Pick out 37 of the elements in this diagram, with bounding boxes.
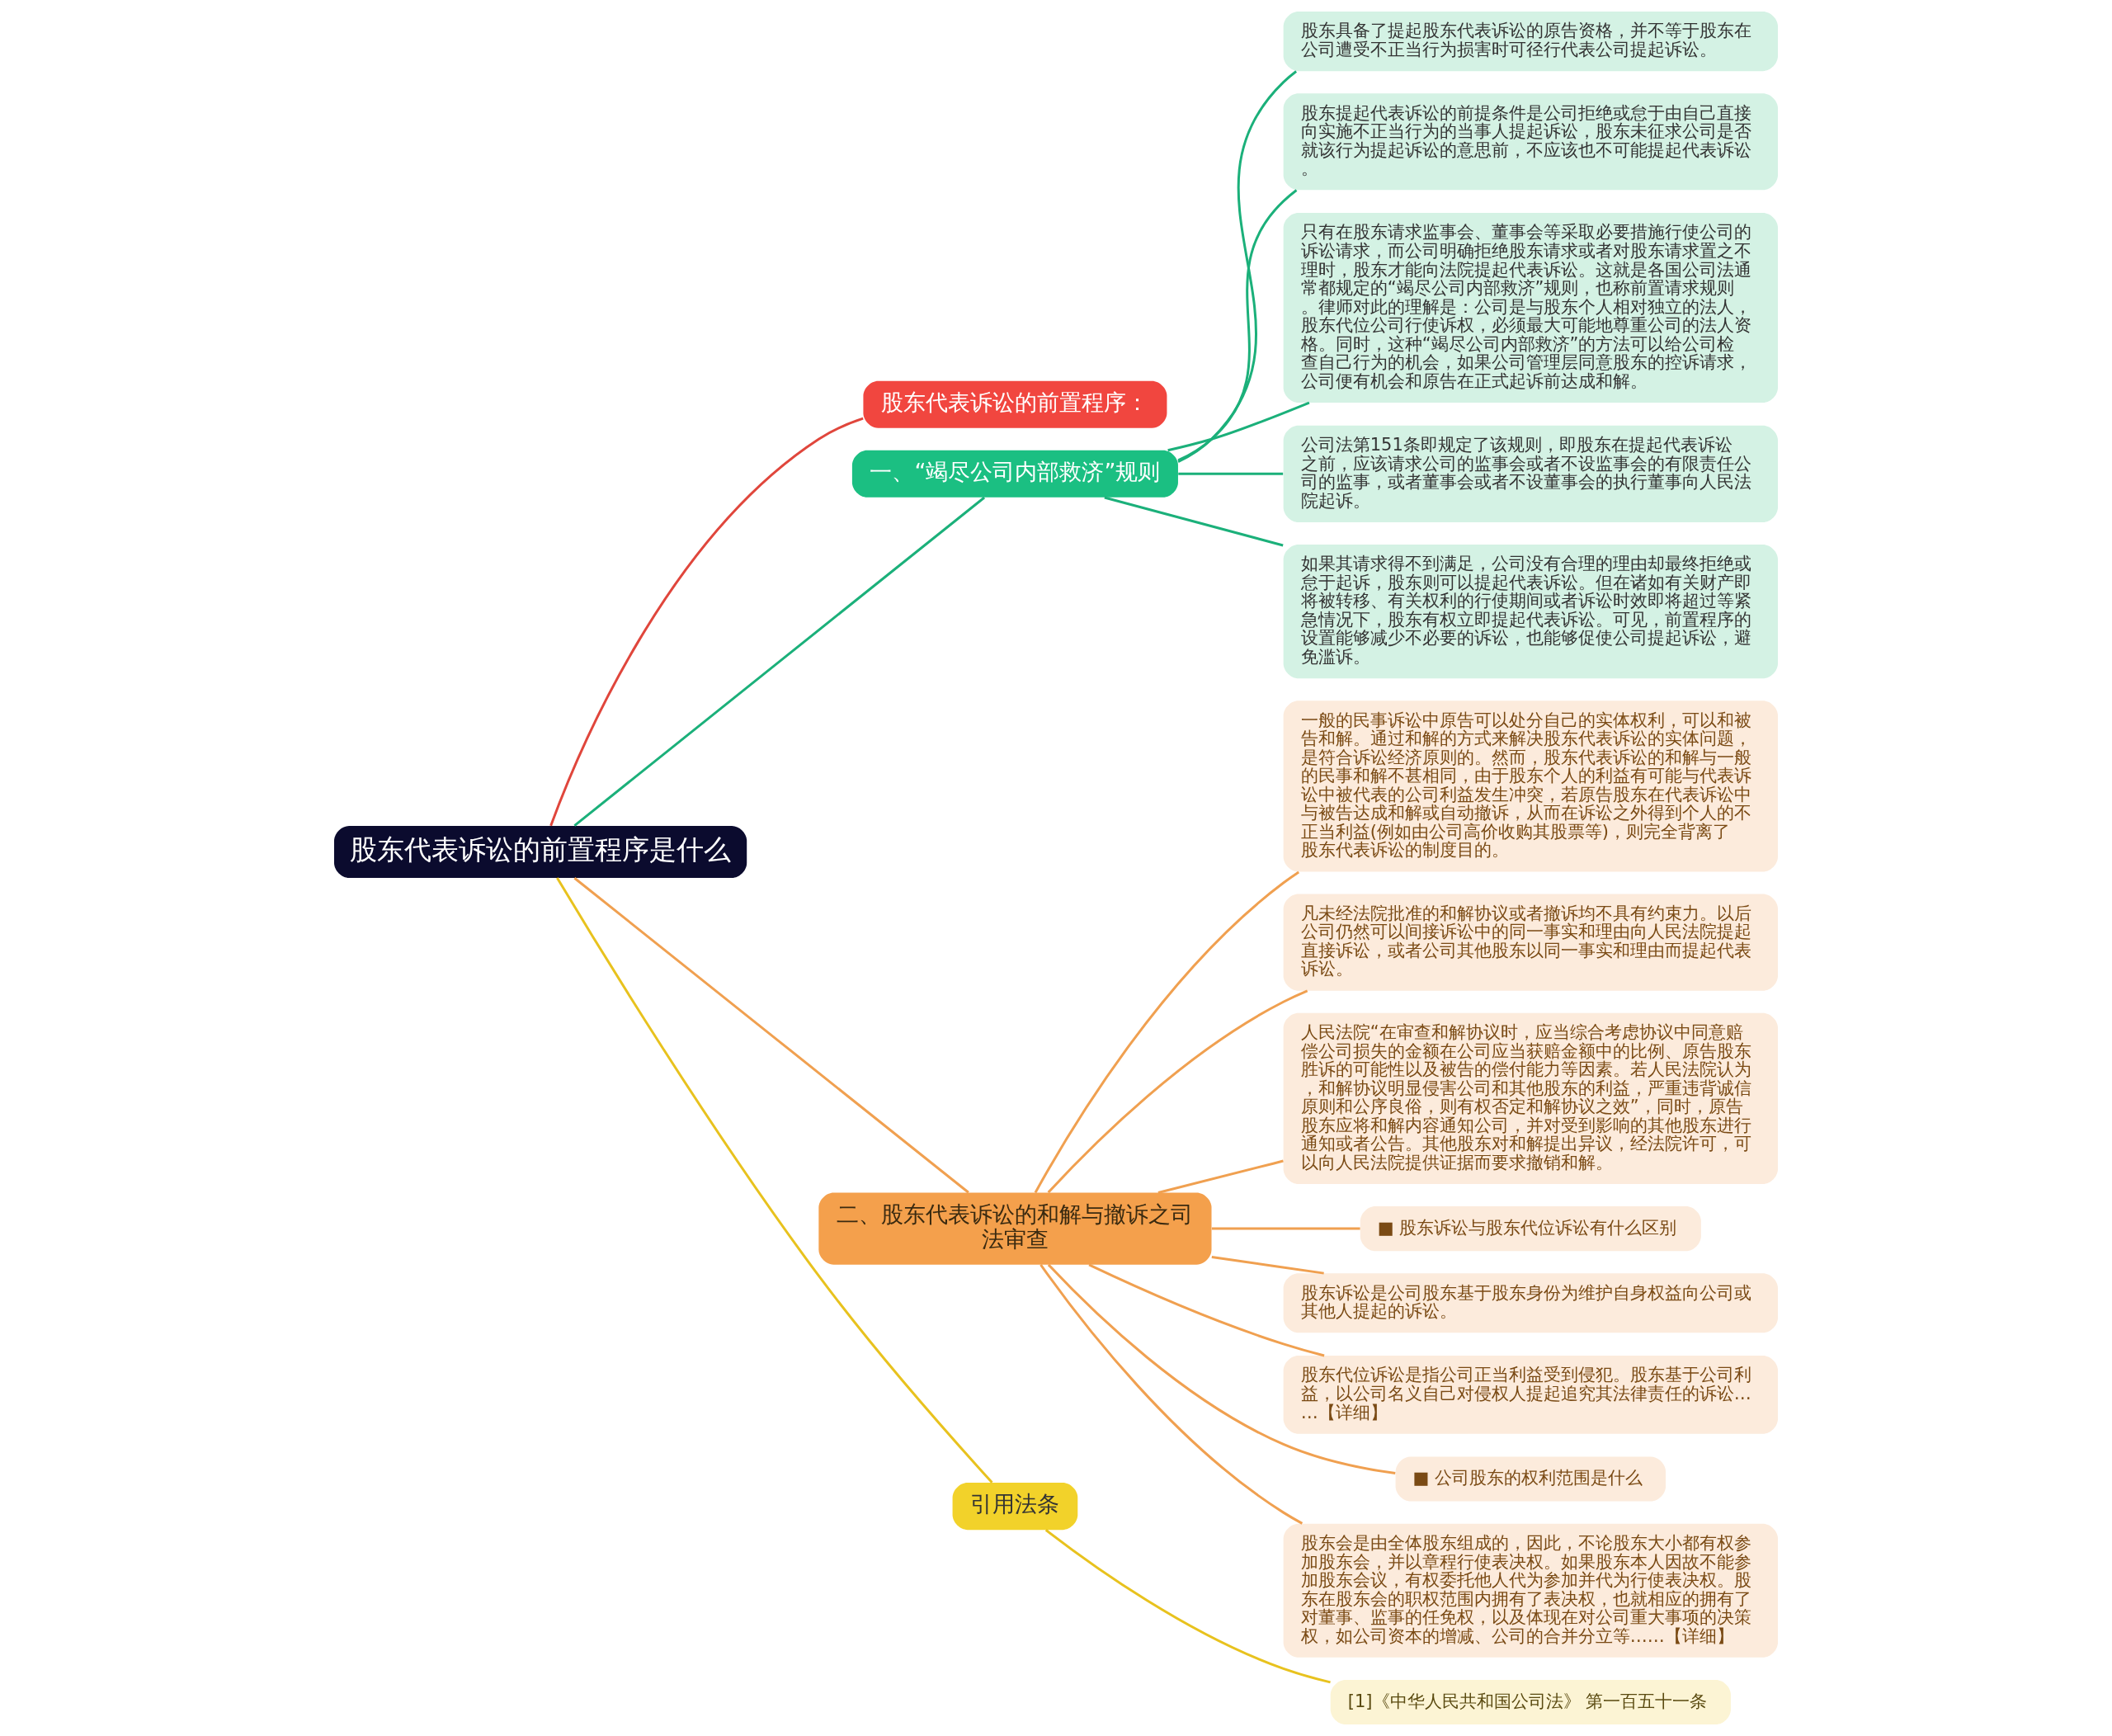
node-box: 股东代表诉讼的前置程序是什么	[334, 825, 747, 878]
connector	[1047, 989, 1308, 1194]
connector	[556, 877, 993, 1484]
node-box: [1]《中华人民共和国公司法》 第一百五十一条	[1330, 1679, 1731, 1724]
node-box: 如果其请求得不到满足，公司没有合理的理由却最终拒绝或怠于起诉，股东则可以提起代表诉讼。但在诸如有关财产即将被转移、有关权利的行使期间或者诉讼时效即将超过等紧急情况下，股东有权立即提起代表诉讼。可见，前置程序的设置能够减少不必要的诉讼，也能够促使公司提起诉讼，避免滥诉。	[1283, 544, 1778, 679]
connector	[1178, 472, 1284, 475]
node-box: 人民法院“在审查和解协议时，应当综合考虑协议中同意赔偿公司损失的金额在公司应当获赔金额中的比例、原告股东胜诉的可能性以及被告的偿付能力等因素。若人民法院认为，和解协议明显侵害公司和其他股东的利益，严重违背诚信原则和公序良俗，则有权否定和解协议之效”，同时，原告股东应将和解内容通知公司，并对受到影响的其他股东进行通知或者公告。其他股东对和解提出异议，经法院许可，可以向人民法院提供证据而要求撤销和解。	[1283, 1012, 1778, 1185]
node-box: ■ 公司股东的权利范围是什么	[1395, 1456, 1666, 1502]
connector	[573, 496, 986, 827]
connector	[573, 877, 969, 1194]
connector	[1211, 1227, 1360, 1230]
node-box: 公司法第151条即规定了该规则，即股东在提起代表诉讼之前，应该请求公司的监事会或者不设监事会的有限责任公司的监事，或者董事会或者不设董事会的执行董事向人民法院起诉。	[1283, 425, 1778, 522]
node-box: 股东代表诉讼的前置程序：	[863, 380, 1167, 428]
node-box: 引用法条	[952, 1483, 1078, 1531]
connector	[1167, 401, 1310, 452]
node-box: 股东具备了提起股东代表诉讼的原告资格，并不等于股东在公司遭受不正当行为损害时可径行代表公司提起诉讼。	[1283, 12, 1778, 72]
connector	[1177, 70, 1298, 464]
connector	[1034, 870, 1300, 1194]
connector	[1104, 496, 1284, 547]
connector	[1088, 1263, 1325, 1357]
node-box: 凡未经法院批准的和解协议或者撤诉均不具有约束力。以后公司仍然可以间接诉讼中的同一事实和理由向人民法院提起直接诉讼，或者公司其他股东以同一事实和理由而提起代表诉讼。	[1283, 894, 1778, 991]
connector	[1044, 1529, 1331, 1684]
node-box: 股东代位诉讼是指公司正当利益受到侵犯。股东基于公司利益，以公司名义自己对侵权人提起追究其法律责任的诉讼……【详细】	[1283, 1356, 1778, 1434]
connector	[1157, 1159, 1284, 1194]
node-box: 只有在股东请求监事会、董事会等采取必要措施行使公司的诉讼请求，而公司明确拒绝股东请求或者对股东请求置之不理时，股东才能向法院提起代表诉讼。这就是各国公司法通常都规定的“竭尽公司内部救济”规则，也称前置请求规则。律师对此的理解是：公司是与股东个人相对独立的法人，股东代位公司行使诉权，必须最大可能地尊重公司的法人资格。同时，这种“竭尽公司内部救济”的方法可以给公司检查自己行为的机会，如果公司管理层同意股东的控诉请求，公司便有机会和原告在正式起诉前达成和解。	[1283, 213, 1778, 403]
connector	[549, 417, 864, 827]
connector	[1211, 1255, 1324, 1275]
node-box: 二、股东代表诉讼的和解与撤诉之司法审查	[818, 1192, 1212, 1265]
node-box: 股东会是由全体股东组成的，因此，不论股东大小都有权参加股东会，并以章程行使表决权。如果股东本人因故不能参加股东会议，有权委托他人代为参加并代为行使表决权。股东在股东会的职权范围内拥有了表决权，也就相应的拥有了对董事、监事的任免权，以及体现在对公司重大事项的决策权，如公司资本的增减、公司的合并分立等……【详细】	[1283, 1523, 1778, 1658]
connector	[1047, 1263, 1396, 1475]
node-box: 一、“竭尽公司内部救济”规则	[851, 450, 1178, 498]
node-box: 一般的民事诉讼中原告可以处分自己的实体权利，可以和被告和解。通过和解的方式来解决股东代表诉讼的实体问题，是符合诉讼经济原则的。然而，股东代表诉讼的和解与一般的民事和解不甚相同，由于股东个人的利益有可能与代表诉讼中被代表的公司利益发生冲突，若原告股东在代表诉讼中与被告达成和解或自动撤诉，从而在诉讼之外得到个人的不正当利益(例如由公司高价收购其股票等)，则完全背离了股东代表诉讼的制度目的。	[1283, 701, 1778, 872]
connector	[1040, 1263, 1304, 1525]
node-box: ■ 股东诉讼与股东代位诉讼有什么区别	[1360, 1206, 1701, 1252]
node-box: 股东诉讼是公司股东基于股东身份为维护自身权益向公司或其他人提起的诉讼。	[1283, 1273, 1778, 1333]
connector	[1177, 189, 1298, 462]
node-box: 股东提起代表诉讼的前提条件是公司拒绝或怠于由自己直接向实施不正当行为的当事人提起诉讼，股东未征求公司是否就该行为提起诉讼的意思前，不应该也不可能提起代表诉讼。	[1283, 93, 1778, 191]
